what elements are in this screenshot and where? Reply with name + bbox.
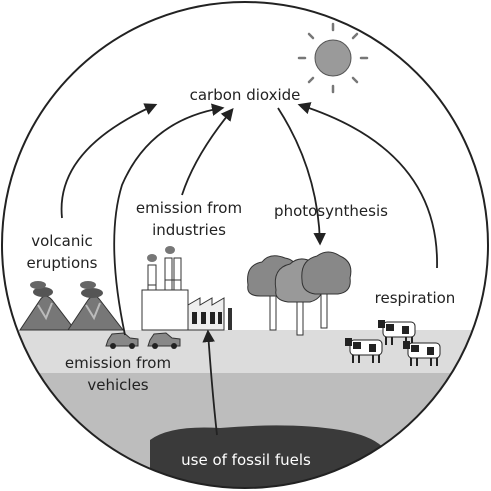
arrow-industries-to-co2 xyxy=(181,108,234,196)
label-respiration: respiration xyxy=(375,289,456,307)
label-emission-vehicles-line2: vehicles xyxy=(87,376,148,394)
label-volcanic-line2: eruptions xyxy=(27,254,98,272)
arrow-fossil-fuels-to-industries xyxy=(202,329,218,436)
label-photosynthesis: photosynthesis xyxy=(274,202,388,220)
label-emission-industries-line2: industries xyxy=(152,221,226,239)
label-emission-vehicles-line1: emission from xyxy=(65,354,171,372)
flow-arrows xyxy=(60,102,438,436)
label-emission-industries-line1: emission from xyxy=(136,199,242,217)
arrow-volcanic-to-co2 xyxy=(60,103,158,219)
label-carbon-dioxide: carbon dioxide xyxy=(190,86,301,104)
factory-icon xyxy=(141,246,232,331)
arrow-co2-to-photosynthesis xyxy=(277,107,327,246)
arrow-vehicles-to-co2 xyxy=(113,103,225,336)
cows-icon xyxy=(345,320,441,366)
trees-icon xyxy=(247,251,352,336)
label-fossil-fuels: use of fossil fuels xyxy=(181,451,311,469)
volcano-icon xyxy=(19,281,125,331)
sun-icon xyxy=(297,22,369,94)
label-volcanic-line1: volcanic xyxy=(31,232,93,250)
car-icon xyxy=(105,332,181,349)
arrow-respiration-to-co2 xyxy=(297,102,438,269)
